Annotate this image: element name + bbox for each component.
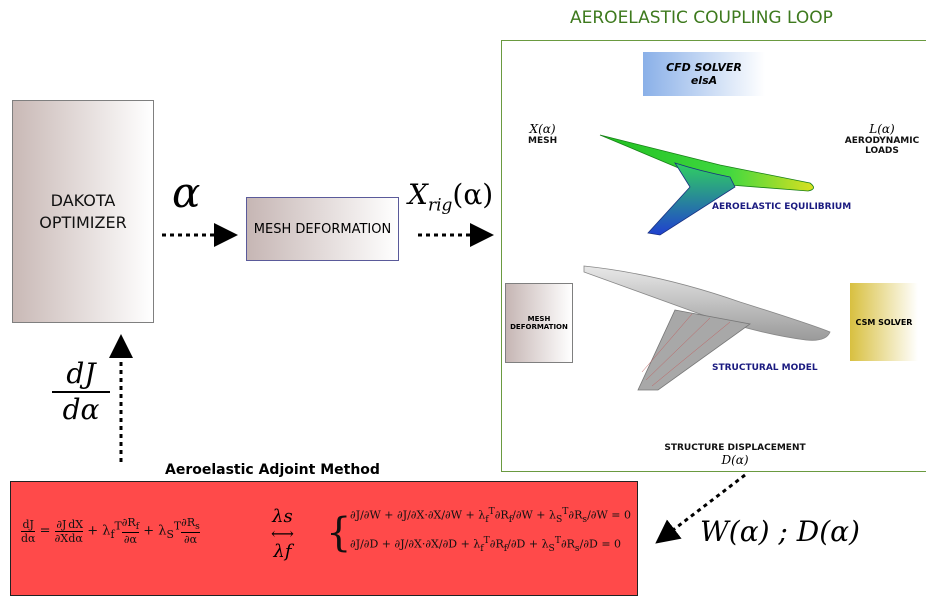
coupling-loop-panel: [501, 40, 926, 472]
aircraft-aeroelastic-image: [599, 134, 814, 236]
mesh-input-text: MESH: [528, 136, 558, 146]
exchange-arrow-icon: ⟷: [271, 524, 294, 543]
gradient-label: dJ dα: [52, 357, 110, 427]
optimizer-line1: DAKOTA: [50, 190, 116, 210]
loads-label: L(α) AERODYNAMIC LOADS: [838, 122, 926, 156]
mesh-deformation-box-loop: MESH DEFORMATION: [505, 283, 573, 363]
xrig-label: Xrig(α): [408, 178, 493, 216]
mesh2-line2: DEFORMATION: [510, 323, 568, 331]
displacement-math: D(α): [721, 453, 749, 467]
structural-model-label: STRUCTURAL MODEL: [712, 363, 818, 373]
aircraft-structural-image: [583, 265, 831, 391]
eq-zero-2: = 0: [601, 537, 622, 551]
lambda-exchange: λs ⟷ λf: [271, 506, 294, 562]
mesh-deformation-label: MESH DEFORMATION: [253, 221, 392, 237]
w-d-label: W(α) ; D(α): [700, 515, 860, 548]
eq-zero-1: = 0: [611, 508, 631, 522]
csm-label: CSM SOLVER: [855, 317, 913, 327]
mesh-input-math: X(α): [529, 122, 556, 136]
loads-line2: LOADS: [865, 146, 899, 156]
loop-title: AEROELASTIC COUPLING LOOP: [570, 8, 833, 28]
cfd-line1: CFD SOLVER: [666, 61, 742, 74]
loads-line1: AERODYNAMIC: [844, 136, 920, 146]
cfd-line2: elsA: [690, 74, 718, 87]
xrig-sub: rig: [427, 195, 453, 216]
mesh-deformation-box: MESH DEFORMATION: [246, 197, 399, 261]
aeroelastic-equilibrium-label: AEROELASTIC EQUILIBRIUM: [712, 202, 852, 212]
arrow-loop-to-adjoint: [655, 473, 746, 544]
adjoint-title: Aeroelastic Adjoint Method: [165, 462, 380, 478]
loads-math: L(α): [869, 122, 895, 136]
displacement-text: STRUCTURE DISPLACEMENT: [664, 443, 806, 453]
lambda-f: λf: [273, 541, 292, 562]
gradient-numerator: dJ: [52, 357, 110, 393]
cfd-solver-box: CFD SOLVER elsA: [643, 52, 765, 96]
mesh2-line1: MESH: [527, 315, 551, 323]
alpha-label: α: [172, 168, 201, 217]
optimizer-line2: OPTIMIZER: [39, 212, 127, 232]
xrig-arg: (α): [452, 178, 494, 211]
gradient-denominator: dα: [62, 393, 100, 426]
lambda-s: λs: [272, 506, 293, 527]
mesh-input-label: X(α) MESH: [528, 122, 557, 146]
csm-solver-box: CSM SOLVER: [850, 283, 918, 361]
displacement-label: STRUCTURE DISPLACEMENT D(α): [650, 443, 820, 467]
xrig-base: X: [408, 178, 428, 211]
dakota-optimizer-box: DAKOTA OPTIMIZER: [12, 100, 154, 323]
